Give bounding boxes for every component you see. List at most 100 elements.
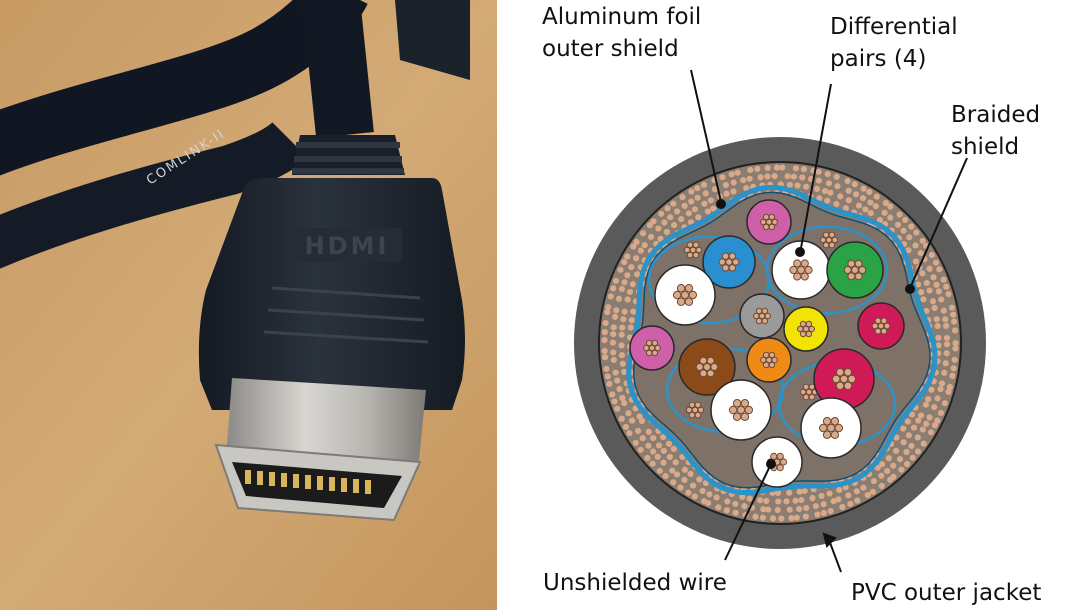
braid-strand [739, 493, 746, 501]
braid-label-line1: Braided [951, 102, 1041, 128]
copper-strand [818, 423, 828, 433]
copper-strand [805, 330, 813, 338]
braid-strand [935, 288, 942, 295]
braid-strand [627, 324, 634, 331]
braid-strand [765, 506, 772, 513]
braid-strand [699, 487, 706, 495]
copper-strand [800, 259, 809, 268]
copper-strand [695, 363, 704, 371]
braid-strand [700, 181, 708, 188]
braid-strand [866, 188, 873, 196]
hdmi-logo-plate [292, 228, 402, 262]
copper-strand [770, 452, 778, 460]
copper-strand [804, 265, 813, 275]
hdmi-photo-svg: COMLINK-II HDMI [0, 0, 497, 610]
copper-strand [843, 368, 853, 377]
braid-strand [656, 467, 663, 474]
braid-strand [601, 337, 608, 344]
cable-stem [301, 0, 374, 139]
braid-strand [915, 417, 922, 424]
braid-strand [681, 202, 688, 209]
copper-strand [685, 406, 693, 414]
braid-strand [834, 183, 841, 190]
braid-strand [928, 386, 935, 393]
copper-strand [694, 401, 702, 409]
copper-strand [694, 411, 702, 419]
copper-strand [802, 393, 810, 401]
braid-strand [845, 187, 852, 194]
braid-strand [650, 218, 657, 225]
braid-strand [925, 396, 932, 403]
braid-strand [878, 461, 886, 468]
braid-strand [864, 491, 871, 499]
copper-strand [802, 383, 810, 391]
copper-strand [828, 231, 836, 239]
cable-end-right [395, 0, 470, 80]
braid-strand [894, 221, 902, 228]
braid-strand [796, 505, 803, 513]
braid-strand [812, 503, 819, 510]
braid-strand [837, 193, 844, 200]
braid-strand [687, 470, 694, 477]
braid-strand [890, 462, 897, 469]
copper-strand [830, 417, 840, 426]
braid-strand [746, 175, 753, 182]
braid-strand [673, 471, 681, 478]
braid-strand [906, 234, 913, 241]
copper-strand [676, 297, 686, 306]
braid-strand [847, 500, 854, 507]
braid-strand [860, 185, 867, 192]
braid-strand [845, 197, 852, 204]
braid-strand [952, 345, 959, 352]
braid-strand [937, 385, 944, 393]
braid-strand [621, 400, 628, 407]
copper-strand [797, 325, 804, 333]
unshielded-leader-dot [766, 459, 776, 469]
braid-strand [923, 307, 930, 315]
braid-strand [910, 424, 918, 431]
braid-strand [836, 486, 843, 494]
braid-strand [661, 219, 668, 226]
braid-strand [702, 190, 709, 197]
braid-strand [612, 277, 619, 284]
copper-strand [854, 272, 863, 281]
braid-strand [730, 179, 737, 186]
braid-strand [919, 426, 926, 433]
braid-strand [628, 264, 635, 271]
braid-strand [919, 237, 926, 244]
braid-strand [775, 498, 782, 505]
copper-strand [753, 312, 760, 320]
braid-strand [934, 417, 941, 424]
braid-strand [801, 487, 808, 495]
copper-strand [684, 284, 694, 293]
copper-strand [706, 369, 715, 378]
copper-strand [760, 218, 767, 226]
braid-strand [839, 503, 846, 511]
braid-strand [835, 496, 842, 503]
braid-strand [615, 295, 623, 302]
braid-strand [949, 372, 956, 380]
copper-strand [871, 322, 879, 330]
braid-strand [669, 467, 676, 474]
braid-strand [774, 489, 782, 497]
braid-strand [818, 492, 825, 500]
copper-strand [718, 258, 726, 266]
braid-strand [876, 216, 884, 224]
braid-strand [952, 340, 959, 347]
braid-strand [896, 211, 903, 218]
copper-strand [843, 381, 853, 390]
braid-strand [660, 433, 667, 441]
braid-strand [914, 434, 921, 441]
braid-strand [824, 171, 831, 178]
braid-strand [706, 491, 713, 498]
braid-strand [645, 428, 652, 435]
copper-strand [755, 317, 763, 325]
copper-strand [697, 406, 705, 414]
braid-strand [914, 281, 922, 288]
braid-strand [943, 283, 950, 290]
braid-strand [665, 440, 673, 447]
braid-strand [773, 164, 781, 171]
copper-strand [732, 412, 742, 421]
copper-strand [793, 272, 802, 281]
braid-strand [711, 186, 719, 193]
